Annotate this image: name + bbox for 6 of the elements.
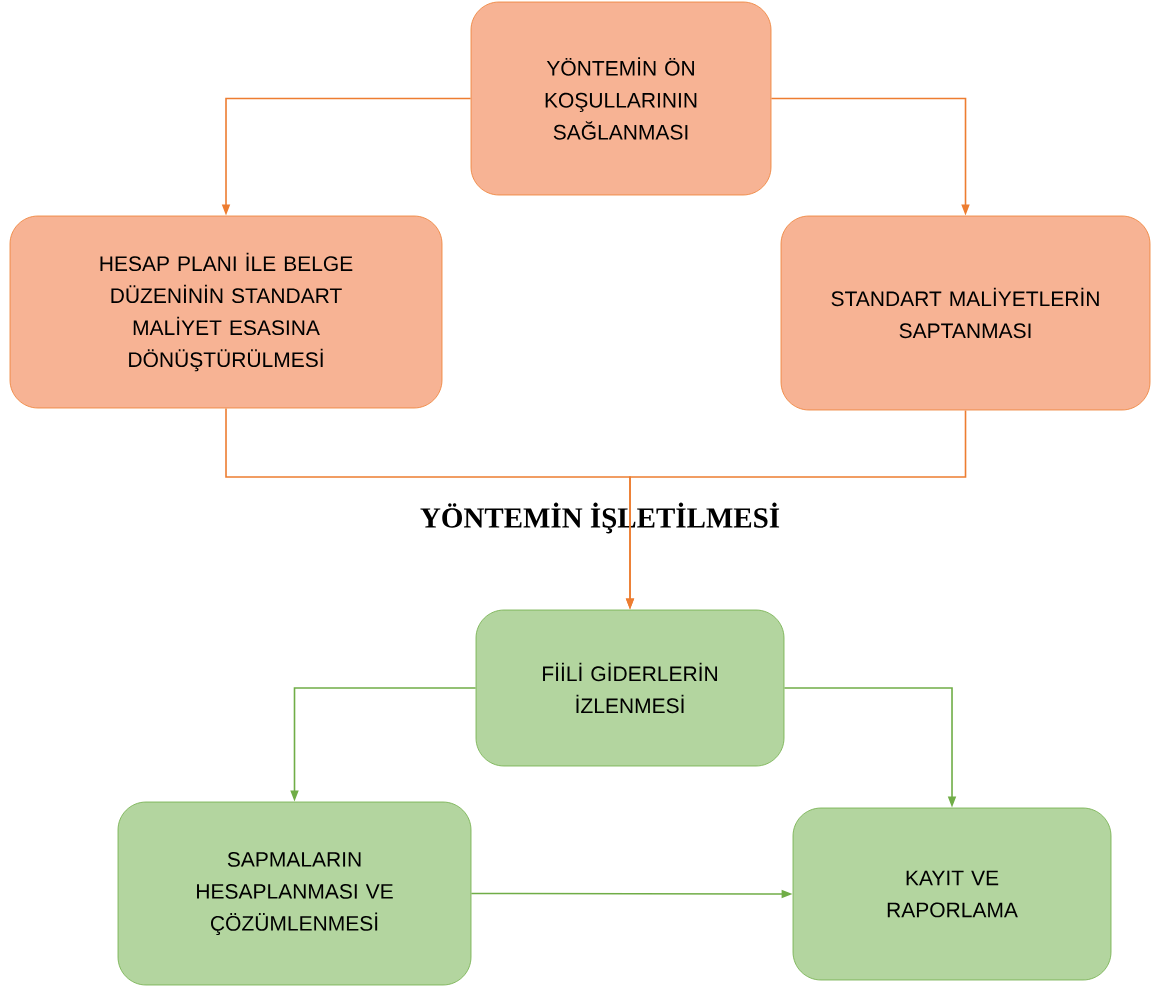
- process-box: FİİLİ GİDERLERİN İZLENMESİ: [475, 609, 785, 767]
- process-box: STANDART MALİYETLERİN SAPTANMASI: [780, 215, 1151, 411]
- process-box: KAYIT VE RAPORLAMA: [792, 807, 1112, 981]
- process-box: YÖNTEMİN ÖN KOŞULLARININ SAĞLANMASI: [470, 1, 772, 196]
- process-box: HESAP PLANI İLE BELGE DÜZENİNİN STANDART MALİYET ESASINA DÖNÜŞTÜRÜLMESİ: [9, 215, 443, 409]
- process-box: SAPMALARIN HESAPLANMASI VE ÇÖZÜMLENMESİ: [117, 801, 472, 986]
